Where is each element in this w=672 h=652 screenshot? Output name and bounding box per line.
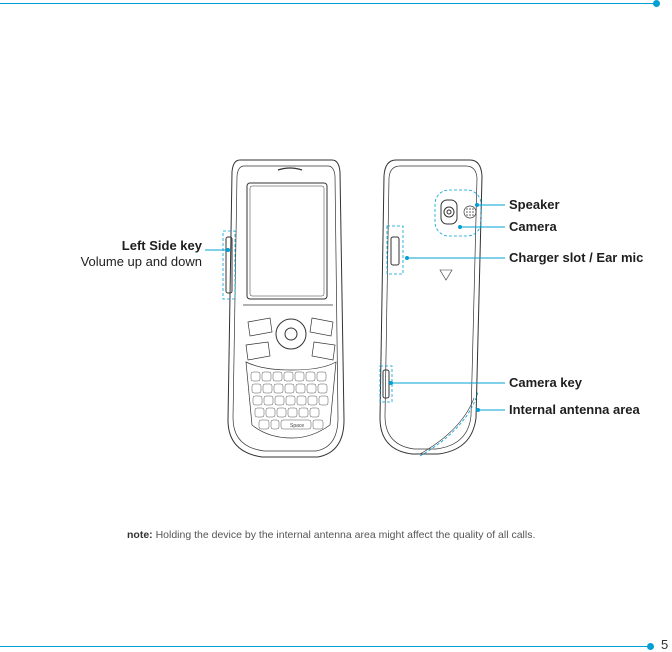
charger-slot-highlight xyxy=(386,225,404,275)
left-side-key-description: Volume up and down xyxy=(80,254,202,269)
bottom-rule-dot xyxy=(647,643,654,650)
top-rule xyxy=(0,3,656,4)
callout-lines xyxy=(205,204,505,411)
internal-antenna-label: Internal antenna area xyxy=(509,402,640,417)
keypad-keys xyxy=(250,371,329,430)
left-side-key-label: Left Side key xyxy=(121,238,202,253)
phone-front xyxy=(225,159,345,458)
note-label: note: xyxy=(127,529,153,541)
highlight-boxes xyxy=(222,189,482,457)
antenna-highlight xyxy=(419,391,479,457)
speaker-label: Speaker xyxy=(509,197,560,212)
space-key-label: Space xyxy=(290,423,304,429)
camera-highlight xyxy=(434,189,482,237)
camera-key-label: Camera key xyxy=(509,375,582,390)
top-rule-dot xyxy=(653,0,660,7)
note-body: Holding the device by the internal anten… xyxy=(152,529,536,541)
note-text: note: Holding the device by the internal… xyxy=(127,529,535,541)
camera-label: Camera xyxy=(509,219,557,234)
page-number: 5 xyxy=(661,637,669,652)
callout-dots xyxy=(226,203,480,412)
phone-back xyxy=(379,159,483,455)
left-side-key-highlight xyxy=(222,230,236,300)
speaker-grill-dots xyxy=(466,208,474,216)
charger-slot-label: Charger slot / Ear mic xyxy=(509,250,644,265)
space-key xyxy=(280,419,312,430)
bottom-rule xyxy=(0,646,650,647)
